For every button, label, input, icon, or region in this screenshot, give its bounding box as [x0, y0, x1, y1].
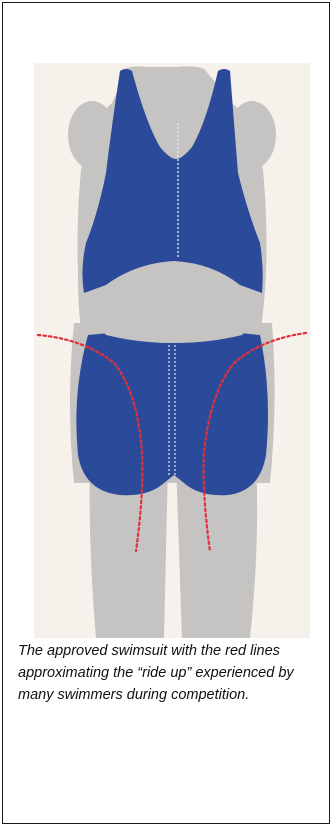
figure-caption: The approved swimsuit with the red lines… — [18, 640, 308, 706]
figure-frame: The approved swimsuit with the red lines… — [2, 2, 330, 824]
swimsuit-illustration — [34, 63, 310, 638]
